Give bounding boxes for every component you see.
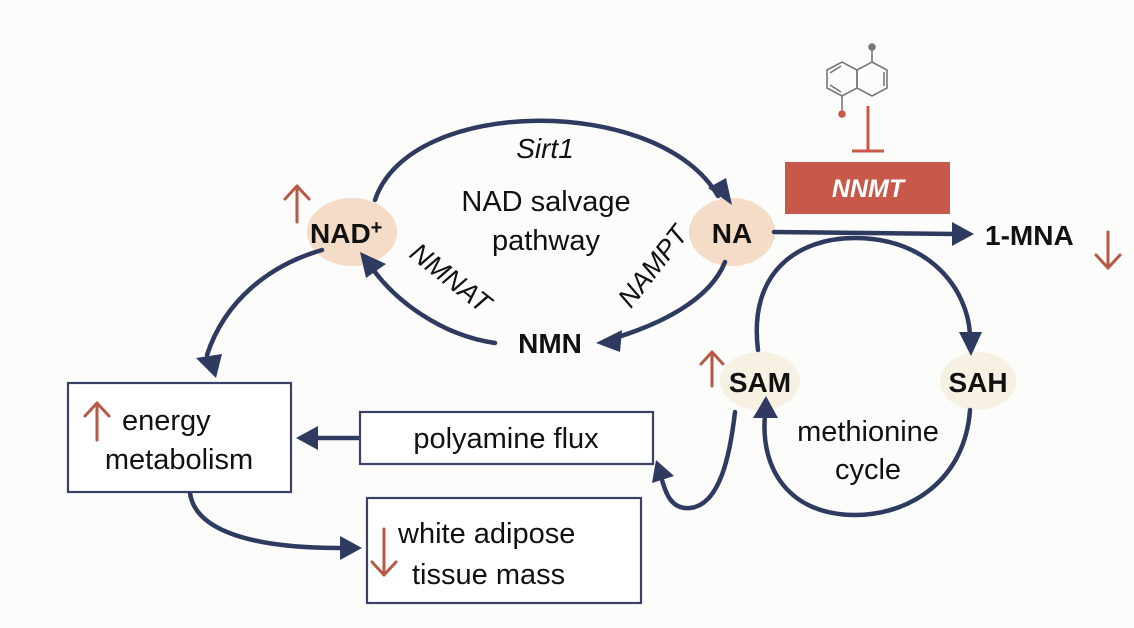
mna-down-arrow-icon [1094,230,1122,270]
energy-metabolism-box [66,381,293,494]
nampt-label: NAMPT [612,218,695,313]
nampt-arrow [605,259,728,343]
energy-up-arrow-icon [83,401,111,442]
wat-label-line1: white adipose [397,518,575,550]
sah-to-sam-arrowhead [753,396,778,418]
polyamine-to-energy-arrowhead [296,426,318,450]
wat-label-line2: tissue mass [412,559,565,591]
sirt1-label: Sirt1 [516,133,574,164]
wat-down-arrow-icon [370,527,398,577]
energy-to-wat-arrowhead [340,536,362,560]
nad-to-energy-arrowhead [196,354,222,378]
white-adipose-box [365,496,643,605]
polyamine-flux-box [358,410,655,466]
sam-label: SAM [729,367,791,398]
sah-node-circle [940,352,1016,410]
nmnat-label: NMNAT [404,237,499,320]
energy-to-wat-arrow [187,490,343,551]
nnmt-box [785,162,950,214]
nad-label: NAD+ [310,217,382,249]
nmn-label: NMN [518,328,582,359]
salvage-label-line1: NAD salvage [461,186,630,218]
nampt-arrowhead [596,330,622,352]
energy-label-line2: metabolism [105,444,253,476]
naphthalene-structure-icon [826,43,888,118]
methionine-label-line2: cycle [835,454,901,486]
methionine-label-line1: methionine [797,416,939,448]
sam-to-polyamine-arrow [659,409,738,511]
nad-up-arrow-icon [283,184,311,224]
sam-to-sah-arrowhead [959,332,982,356]
na-label: NA [712,218,752,249]
sam-to-polyamine-arrowhead [652,460,674,483]
sah-to-sam-arc [762,407,973,518]
sam-node-circle [720,352,800,410]
na-to-mna-arrowhead [952,222,974,246]
nmnat-arrowhead [360,252,386,278]
salvage-label-line2: pathway [492,225,601,257]
na-to-mna-arrow [771,229,958,237]
sam-to-sah-arc [754,235,973,353]
nmnat-arrow [369,265,498,346]
nad-node-circle [307,198,397,266]
sam-up-arrow-icon [699,350,725,388]
nnmt-label: NNMT [832,175,907,203]
mna-label: 1-MNA [985,220,1074,251]
nad-to-energy-arrow [204,247,325,358]
polyamine-label: polyamine flux [413,423,599,455]
sirt1-arrow [372,118,721,203]
energy-label-line1: energy [122,405,211,437]
sah-label: SAH [948,367,1007,398]
sirt1-arrowhead [708,178,732,205]
na-node-circle [689,198,775,266]
